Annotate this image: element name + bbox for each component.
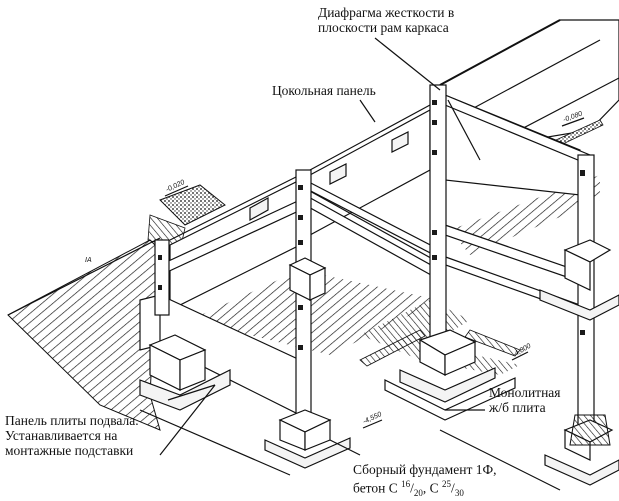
foundation-monolithic-slab (384, 329, 516, 421)
label-monolithic-slab: Монолитная ж/б плита (489, 385, 561, 415)
foundation-right-lower (544, 414, 619, 486)
column-4 (577, 154, 595, 431)
leader-diaphragm-2 (447, 99, 481, 161)
foundation-middle-upper (288, 257, 327, 301)
leader-lines (159, 37, 485, 456)
excavation-monolithic (359, 329, 521, 367)
label-foundation-line1: Сборный фундамент 1Ф, (353, 462, 497, 477)
column-1 (154, 239, 170, 316)
label-foundation: Сборный фундамент 1Ф, бетон С 16/20, С 2… (353, 462, 497, 501)
label-diaphragm-line1: Диафрагма жесткости в (318, 5, 455, 20)
excavation-slope-left (7, 237, 161, 431)
foundations (139, 239, 619, 486)
elevation-mark-right-mid: -4,800 (512, 343, 533, 361)
label-diaphragm-line2: плоскости рам каркаса (318, 20, 449, 35)
small-mark: ΙΑ (85, 257, 92, 264)
panel-window-1 (249, 196, 269, 222)
label-basement-slab-line3: монтажные подставки (5, 443, 134, 458)
leader-diaphragm (374, 37, 441, 91)
panel-window-2 (329, 163, 347, 185)
column-3 (429, 84, 447, 346)
ground-lines (139, 409, 561, 491)
label-plinth-panel: Цокольная панель (272, 83, 376, 98)
foundation-right-upper (539, 239, 619, 321)
foundation-left (139, 334, 231, 411)
label-basement-slab-line1: Панель плиты подвала. (5, 413, 139, 428)
label-basement-slab-line2: Устанавливается на (5, 428, 118, 443)
label-diaphragm: Диафрагма жесткости в плоскости рам карк… (318, 5, 454, 35)
label-monolithic-line1: Монолитная (489, 385, 561, 400)
foundation-middle (264, 409, 351, 469)
label-foundation-line2: бетон С 16/20, С 25/30 (353, 479, 464, 499)
leader-plinth (359, 99, 376, 123)
svg-text:-4,800: -4,800 (512, 343, 533, 359)
label-monolithic-line2: ж/б плита (489, 400, 546, 415)
panel-window-3 (391, 131, 409, 153)
leader-basement-slab (159, 384, 216, 456)
elevation-mark-bottom: -4,550 (362, 411, 383, 429)
label-basement-slab: Панель плиты подвала. Устанавливается на… (5, 413, 139, 458)
